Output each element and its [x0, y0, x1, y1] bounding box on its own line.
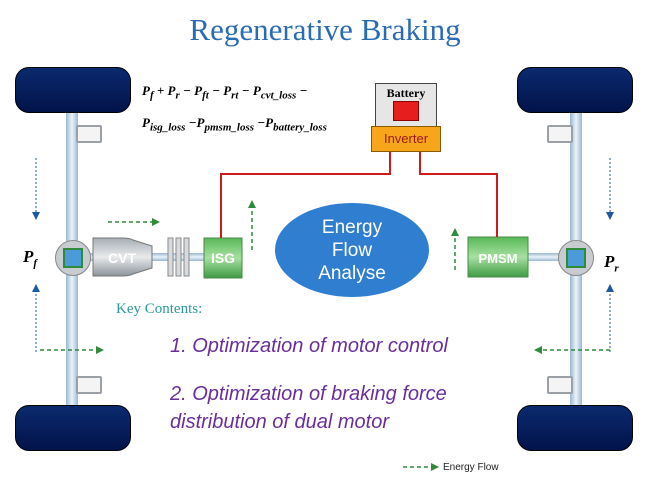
page-title: Regenerative Braking [189, 12, 461, 47]
cvt-label: CVT [108, 250, 136, 266]
wheel-front-bottom [15, 405, 131, 451]
key-content-item-2: 2. Optimization of braking force distrib… [170, 380, 447, 436]
energy-flow-analyse: Energy Flow Analyse [275, 203, 429, 297]
suspension-bracket [547, 376, 573, 394]
inverter: Inverter [371, 126, 441, 152]
wheel-rear-bottom [517, 405, 633, 451]
key-content-item-1: 1. Optimization of motor control [170, 335, 448, 357]
rear-force-label: Pr [604, 252, 619, 275]
front-wheel-hub [55, 240, 91, 276]
wheel-rear-top [517, 67, 633, 113]
pmsm-label: PMSM [478, 250, 518, 266]
isg-inverter-wire [220, 150, 391, 238]
suspension-bracket [76, 376, 102, 394]
front-force-label: Pf [23, 247, 38, 270]
pmsm-inverter-wire [419, 150, 498, 237]
battery-label: Battery [386, 86, 426, 100]
key-contents-heading: Key Contents: [116, 301, 203, 317]
key-content-item-2-line2: distribution of dual motor [170, 411, 390, 433]
battery: Battery [375, 83, 437, 130]
power-formula-line1: Pf + Pr − Pft − Prt − Pcvt_loss − [142, 83, 308, 102]
energy-line1: Energy [321, 216, 383, 238]
isg-body [203, 237, 243, 279]
energy-line3: Analyse [318, 262, 386, 284]
pmsm-body [467, 236, 529, 278]
suspension-bracket [547, 125, 573, 143]
battery-cell-icon [393, 101, 419, 121]
rear-drive-shaft [525, 253, 570, 261]
energy-line2: Flow [331, 239, 373, 261]
suspension-bracket [76, 125, 102, 143]
rear-wheel-hub [558, 240, 594, 276]
legend-energy-flow: Energy Flow [443, 462, 499, 473]
power-formula-line2: Pisg_loss −Ppmsm_loss −Pbattery_loss [142, 115, 327, 134]
cvt-housing [92, 237, 153, 277]
isg-label: ISG [210, 250, 236, 266]
wheel-front-top [15, 67, 131, 113]
key-content-item-2-line1: 2. Optimization of braking force [170, 383, 447, 405]
